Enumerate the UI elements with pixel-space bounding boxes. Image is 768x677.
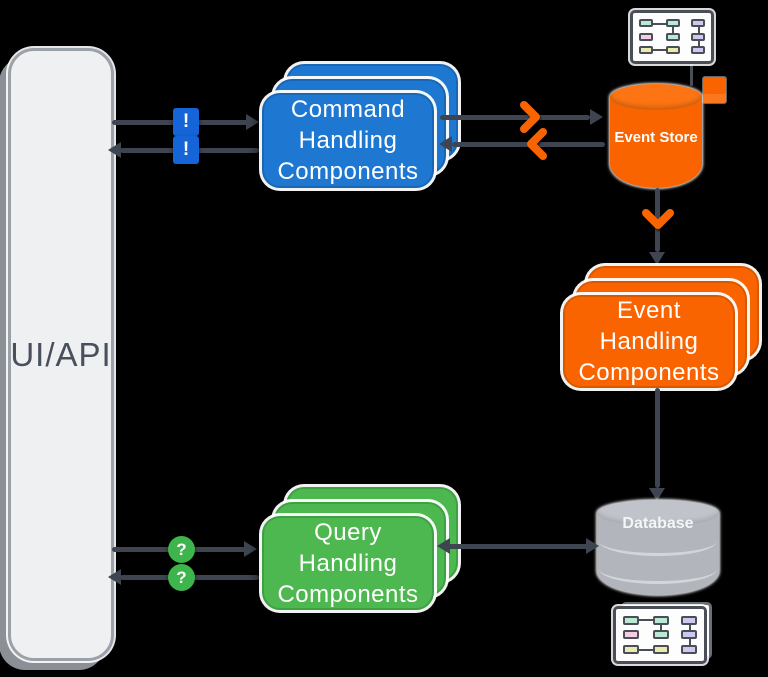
query-handling-label: Query Handling Components <box>277 518 419 608</box>
flowchart-cell <box>639 46 654 55</box>
chevron-down-icon <box>642 209 674 229</box>
arrow-eventhandling-to-database-head <box>649 488 665 501</box>
flowchart-connector <box>653 49 666 52</box>
flowchart-cell <box>623 644 639 654</box>
query-badge-glyph: ? <box>176 567 187 587</box>
flowchart-connector <box>689 624 692 631</box>
arrow-query-to-database-head <box>586 538 599 554</box>
flowchart-cell <box>639 32 654 41</box>
flowchart-icon <box>613 606 707 664</box>
stack-card-front: Command Handling Components <box>262 93 434 188</box>
event-note-icon <box>703 77 726 103</box>
database-disk-line <box>599 554 717 584</box>
flowchart-connector <box>697 27 700 33</box>
arrow-ui-to-command-head <box>246 114 259 130</box>
event-store-top <box>610 84 702 110</box>
chevron-left-icon <box>527 128 547 160</box>
arrow-eventhandling-to-database-line <box>655 388 660 488</box>
chevron-right-icon <box>520 101 540 133</box>
arrow-command-to-ui-head <box>108 142 121 158</box>
ui-api-label: UI/API <box>10 335 112 373</box>
command-handling-node: Command Handling Components <box>262 64 461 191</box>
arrow-query-to-ui-head <box>108 569 121 585</box>
arrow-store-to-command-head <box>439 136 452 152</box>
database-top <box>597 500 719 526</box>
database-node: Database <box>597 500 719 595</box>
arrow-query-database-line <box>442 544 588 549</box>
flowchart-cell <box>665 32 680 41</box>
arrow-store-to-eventhandling-head <box>649 252 665 265</box>
flowchart-cell <box>652 630 669 640</box>
event-store-node: Event Store <box>610 84 702 188</box>
flowchart-cell <box>665 46 680 55</box>
event-handling-label: Event Handling Components <box>578 297 720 386</box>
command-badge-glyph: ! <box>182 111 190 132</box>
flowchart-connector <box>653 22 666 25</box>
flowchart-connector <box>638 648 653 651</box>
flowchart-cell <box>690 19 705 28</box>
flowchart-cell <box>652 615 669 625</box>
icon-connector-line <box>690 60 693 86</box>
flowchart-connector <box>672 27 674 33</box>
event-handling-node: Event Handling Components <box>563 266 762 391</box>
command-handling-label: Command Handling Components <box>277 96 419 185</box>
query-handling-node: Query Handling Components <box>262 487 461 612</box>
flowchart-cell <box>623 615 639 625</box>
flowchart-connector <box>638 619 653 622</box>
database-label: Database <box>622 515 694 532</box>
flowchart-cell <box>639 19 654 28</box>
flowchart-cell <box>681 630 697 640</box>
flowchart-connector <box>660 624 662 631</box>
flowchart-connector <box>689 639 692 645</box>
flowchart-cell <box>665 19 680 28</box>
arrow-ui-to-query-head <box>244 541 257 557</box>
event-store-body <box>610 96 702 188</box>
flowchart-cell <box>681 615 697 625</box>
flowchart-cell <box>623 630 639 640</box>
stack-card-front: Query Handling Components <box>262 516 434 610</box>
command-badge-glyph: ! <box>182 139 190 160</box>
command-badge-icon: ! <box>173 136 199 164</box>
stack-card-front: Event Handling Components <box>563 295 735 388</box>
ui-api-node: UI/API <box>8 48 114 661</box>
arrow-database-to-query-head <box>437 538 450 554</box>
event-store-label: Event Store <box>614 129 698 146</box>
flowchart-cell <box>681 644 697 654</box>
flowchart-icon <box>630 10 714 64</box>
flowchart-cell <box>652 644 669 654</box>
flowchart-connector <box>697 40 700 47</box>
query-badge-icon: ? <box>168 536 195 563</box>
flowchart-cell <box>690 32 705 41</box>
arrow-command-to-store-head <box>590 109 603 125</box>
command-badge-icon: ! <box>173 108 199 136</box>
query-badge-glyph: ? <box>176 539 187 559</box>
flowchart-cell <box>690 46 705 55</box>
arrow-command-to-store-line <box>440 115 590 120</box>
query-badge-icon: ? <box>168 564 195 591</box>
